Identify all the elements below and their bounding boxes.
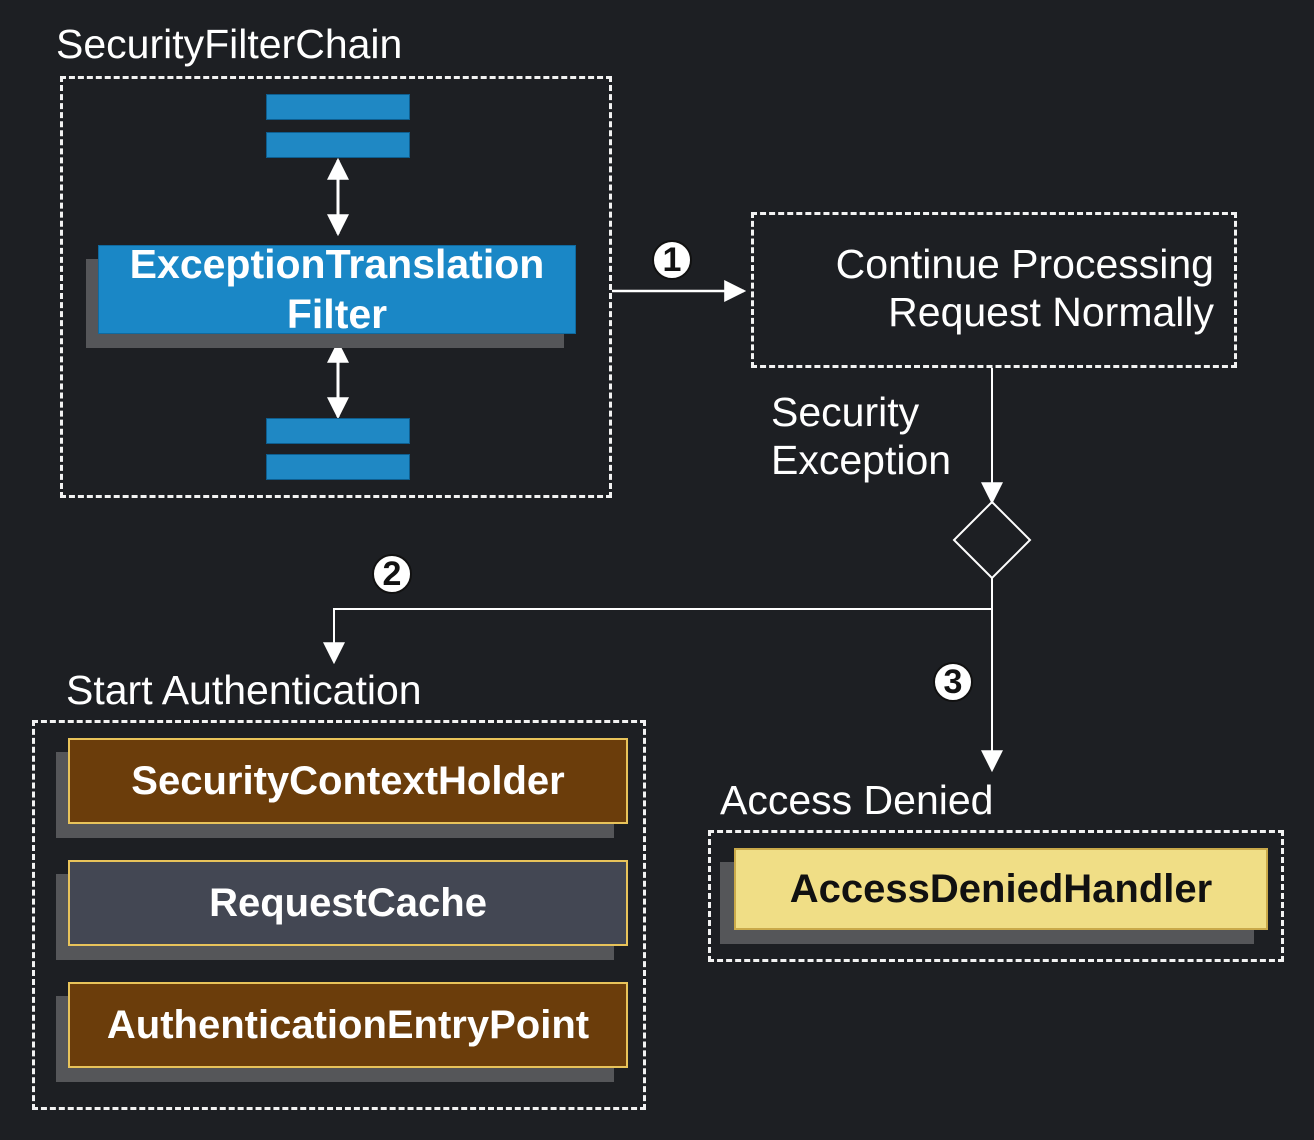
filter-bar-top-2 xyxy=(266,132,410,158)
authentication-entry-point-box: AuthenticationEntryPoint xyxy=(68,982,628,1068)
decision-diamond xyxy=(952,500,1032,580)
step-1-marker: 1 xyxy=(652,240,692,280)
request-cache-box: RequestCache xyxy=(68,860,628,946)
exception-translation-filter: ExceptionTranslation Filter xyxy=(98,241,576,337)
filter-chain-title: SecurityFilterChain xyxy=(56,21,403,67)
continue-processing-label: Continue Processing Request Normally xyxy=(836,240,1214,337)
filter-chain-container xyxy=(60,76,612,498)
security-context-holder-box: SecurityContextHolder xyxy=(68,738,628,824)
access-denied-title: Access Denied xyxy=(720,777,994,823)
access-denied-handler-box: AccessDeniedHandler xyxy=(734,848,1268,930)
start-auth-arrow xyxy=(323,608,992,665)
filter-bar-top-1 xyxy=(266,94,410,120)
continue-line2: Request Normally xyxy=(888,289,1214,336)
filter-bar-bottom-2 xyxy=(266,454,410,480)
filter-label-line2: Filter xyxy=(286,290,388,337)
exception-line2: Exception xyxy=(771,437,952,484)
access-denied-container xyxy=(708,830,1284,962)
step-2-marker: 2 xyxy=(372,554,412,594)
filter-label-line1: ExceptionTranslation xyxy=(129,241,545,288)
start-auth-container xyxy=(32,720,646,1110)
start-auth-title: Start Authentication xyxy=(66,667,422,713)
continue-line1: Continue Processing xyxy=(835,241,1214,287)
filter-bar-bottom-1 xyxy=(266,418,410,444)
step-3-marker: 3 xyxy=(933,662,973,702)
security-exception-label: Security Exception xyxy=(771,388,951,485)
continue-processing-container xyxy=(751,212,1237,368)
exception-line1: Security xyxy=(771,389,920,435)
